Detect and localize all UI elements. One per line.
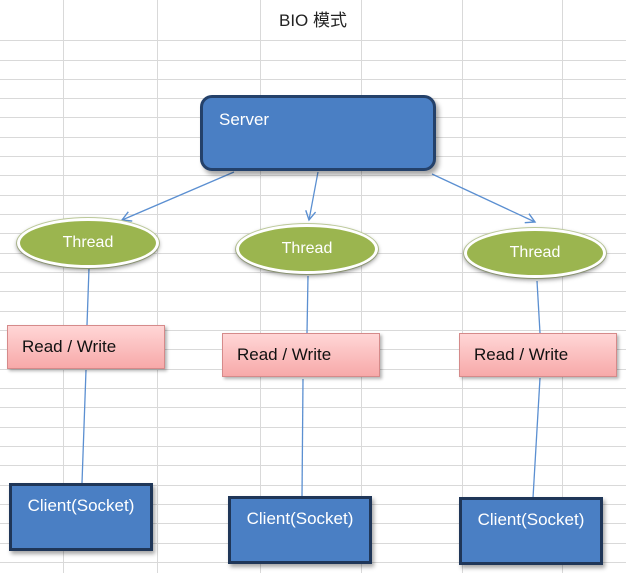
read-write-label-1: Read / Write [22, 337, 117, 356]
read-write-node-1: Read / Write [7, 325, 165, 369]
client-node-2: Client(Socket) [228, 496, 372, 564]
thread-node-1: Thread [17, 218, 159, 268]
read-write-label-2: Read / Write [237, 345, 332, 364]
diagram-title: BIO 模式 [278, 11, 347, 30]
thread-label-3: Thread [509, 244, 561, 261]
read-write-node-2: Read / Write [222, 333, 380, 377]
thread-node-2: Thread [236, 224, 378, 274]
line-thread-2-to-read-write-2 [306, 275, 309, 334]
server-label: Server [219, 110, 270, 129]
client-label-2: Client(Socket) [246, 509, 354, 528]
read-write-label-3: Read / Write [474, 345, 569, 364]
thread-node-3: Thread [464, 228, 606, 278]
line-read-write-1-to-client-1 [81, 369, 87, 484]
client-label-3: Client(Socket) [477, 510, 585, 529]
line-read-write-2-to-client-2 [301, 378, 304, 498]
server-node: Server [200, 95, 436, 171]
line-read-write-3-to-client-3 [532, 377, 541, 499]
client-node-1: Client(Socket) [9, 483, 153, 551]
client-node-3: Client(Socket) [459, 497, 603, 565]
thread-label-1: Thread [62, 234, 114, 251]
client-label-1: Client(Socket) [27, 496, 135, 515]
line-thread-1-to-read-write-1 [86, 267, 90, 326]
arrow-server-to-thread-1 [120, 171, 235, 222]
thread-label-2: Thread [281, 240, 333, 257]
line-thread-3-to-read-write-3 [536, 280, 541, 334]
arrow-server-to-thread-2 [305, 171, 319, 222]
read-write-node-3: Read / Write [459, 333, 617, 377]
arrow-server-to-thread-3 [431, 173, 537, 224]
